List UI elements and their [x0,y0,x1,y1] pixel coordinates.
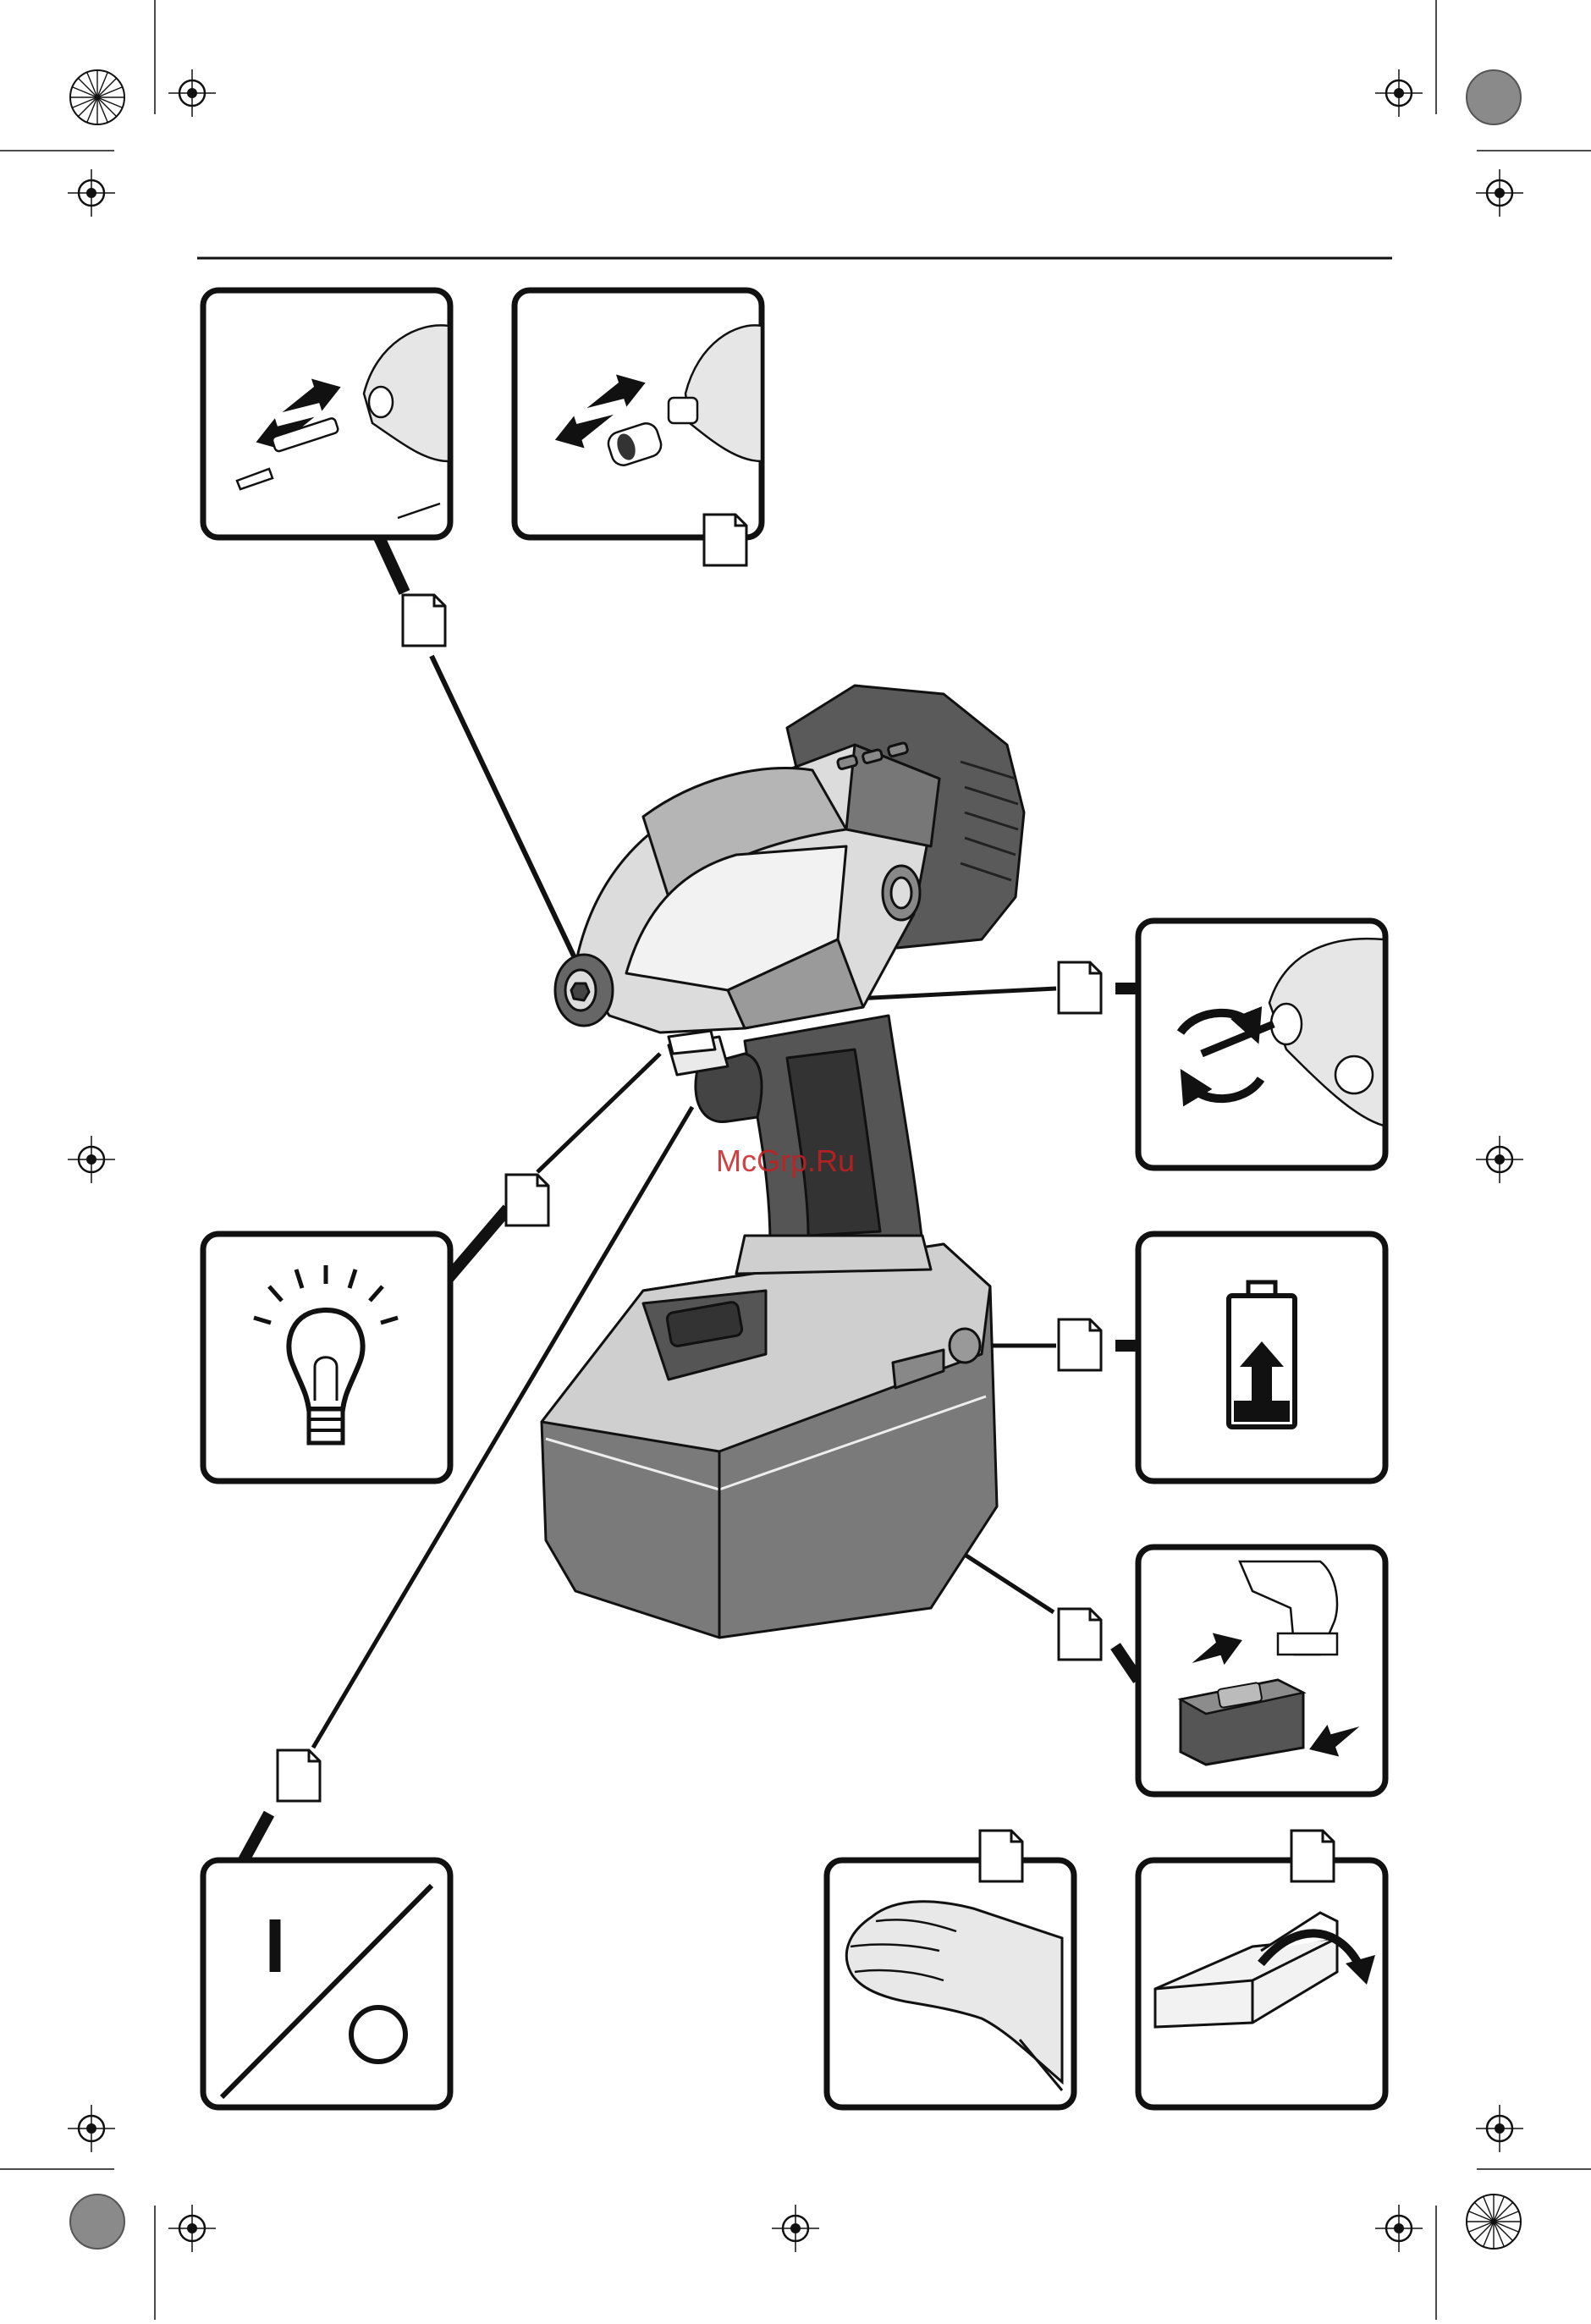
panel-packaging [1138,1860,1385,2107]
panel-bit-insert [203,290,450,537]
starburst-mark-bottom-right [1467,2195,1521,2249]
panel-on-off-switch: I [203,1860,450,2107]
page-icon [1059,962,1101,1013]
on-symbol: I [264,1904,285,1989]
panel-work-light [203,1234,450,1481]
panel-charge-indicator [1138,1234,1385,1481]
panel-hand-care [827,1860,1074,2107]
panel-socket-insert [515,290,762,537]
page-icon [403,595,445,646]
page-icon [1059,1319,1101,1370]
page-icon [1059,1609,1101,1660]
watermark-text: McGrp.Ru [716,1143,855,1178]
page-icon [506,1175,548,1225]
grey-calibration-circle-bottom-left [70,2195,124,2249]
page-icon [704,515,746,565]
panel-battery-removal [1138,1547,1385,1794]
panel-rotation-direction [1138,921,1385,1168]
page-icon [1291,1831,1334,1881]
page-icon [278,1750,320,1801]
battery-charge-icon [1229,1282,1295,1427]
callout-leaders [244,537,1138,1860]
starburst-mark-top-left [70,70,124,124]
page-icon [980,1831,1022,1881]
grey-calibration-circle-top-right [1467,70,1521,124]
